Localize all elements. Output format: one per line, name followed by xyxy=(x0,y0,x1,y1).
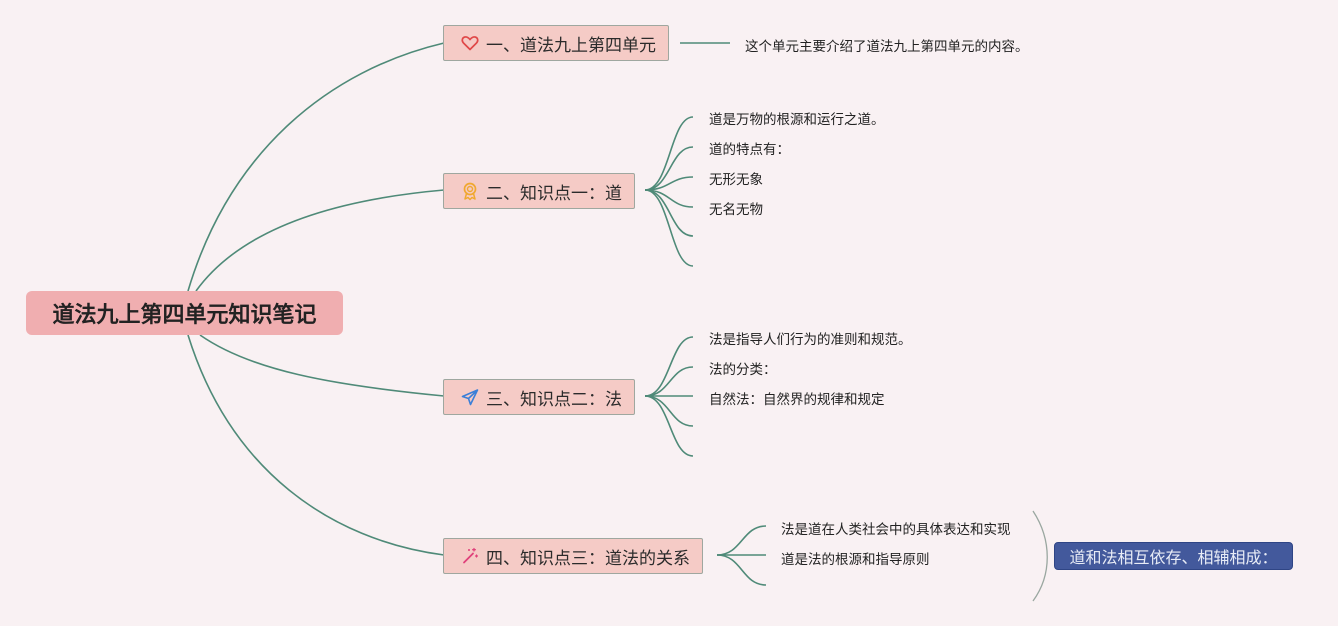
connector-root-branch-3 xyxy=(199,334,445,397)
leaf-b2-2[interactable]: 道的特点有： xyxy=(709,142,790,158)
branch-knowledge-fa-label: 三、知识点二：法 xyxy=(486,389,622,410)
summary-label: 道和法相互依存、相辅相成： xyxy=(1069,548,1278,567)
connector-b3-leaf-5 xyxy=(644,395,694,457)
connector-root-branch-2 xyxy=(195,189,445,292)
leaf-b4-1[interactable]: 法是道在人类社会中的具体表达和实现 xyxy=(781,522,1011,538)
connector-b4-leaf-3 xyxy=(716,554,767,586)
leaf-b3-3[interactable]: 自然法：自然界的规律和规定 xyxy=(709,392,885,408)
branch-dao-fa-relation-label: 四、知识点三：道法的关系 xyxy=(486,548,690,569)
leaf-b2-4[interactable]: 无名无物 xyxy=(709,202,763,218)
connector-b2-leaf-5 xyxy=(644,189,694,237)
connector-root-branch-1 xyxy=(187,42,445,292)
leaf-b4-2[interactable]: 道是法的根源和指导原则 xyxy=(781,552,930,568)
connector-b2-leaf-2 xyxy=(644,146,694,191)
summary-node[interactable]: 道和法相互依存、相辅相成： xyxy=(1054,542,1293,570)
connector-b2-leaf-1 xyxy=(644,116,694,191)
award-ribbon-icon xyxy=(460,181,480,201)
branch-unit-overview[interactable]: 一、道法九上第四单元 xyxy=(443,25,669,61)
connector-b3-leaf-4 xyxy=(644,395,694,427)
connector-b4-leaf-1 xyxy=(716,525,767,556)
magic-wand-icon xyxy=(460,546,480,566)
connector-b2-leaf-6 xyxy=(644,189,694,267)
leaf-b2-3[interactable]: 无形无象 xyxy=(709,172,763,188)
connector-b3-leaf-1 xyxy=(644,336,694,397)
branch-dao-fa-relation[interactable]: 四、知识点三：道法的关系 xyxy=(443,538,703,574)
branch-unit-overview-label: 一、道法九上第四单元 xyxy=(486,35,656,56)
leaf-b2-1[interactable]: 道是万物的根源和运行之道。 xyxy=(709,112,885,128)
paper-plane-icon xyxy=(460,387,480,407)
summary-brace xyxy=(1032,510,1048,602)
root-topic-label: 道法九上第四单元知识笔记 xyxy=(52,303,317,328)
leaf-b1-1[interactable]: 这个单元主要介绍了道法九上第四单元的内容。 xyxy=(745,39,1029,55)
branch-knowledge-fa[interactable]: 三、知识点二：法 xyxy=(443,379,635,415)
root-topic[interactable]: 道法九上第四单元知识笔记 xyxy=(26,291,343,335)
branch-knowledge-dao-label: 二、知识点一：道 xyxy=(486,183,622,204)
heart-icon xyxy=(460,33,480,53)
branch-knowledge-dao[interactable]: 二、知识点一：道 xyxy=(443,173,635,209)
leaf-b3-1[interactable]: 法是指导人们行为的准则和规范。 xyxy=(709,332,912,348)
leaf-b3-2[interactable]: 法的分类： xyxy=(709,362,777,378)
connector-b3-leaf-2 xyxy=(644,366,694,397)
connector-root-branch-4 xyxy=(187,334,445,556)
